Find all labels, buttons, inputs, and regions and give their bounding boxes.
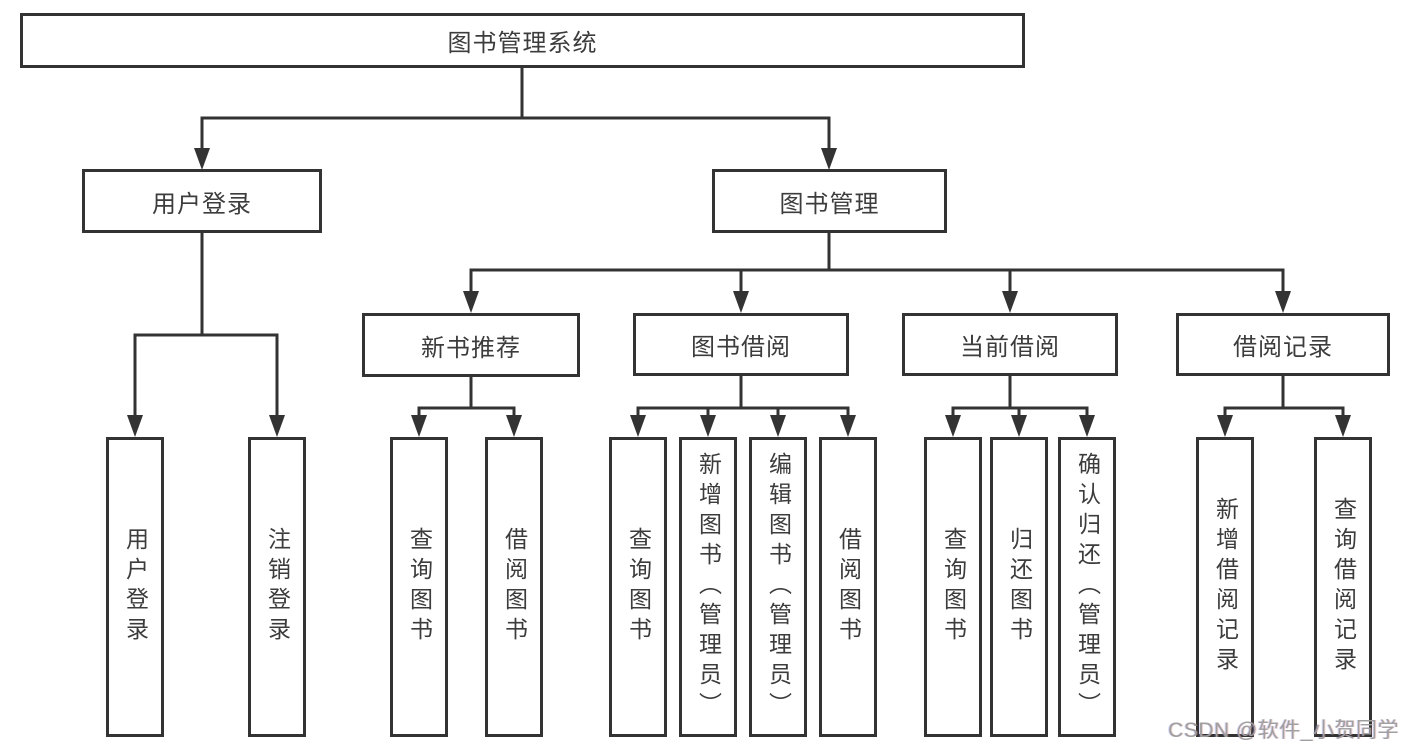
node-label: 注销登录	[264, 527, 291, 647]
leaf-logout: 注销登录	[248, 437, 306, 737]
arrowheads	[127, 148, 1351, 437]
node-label: 确认归还（管理员）	[1074, 452, 1101, 722]
node-user-login: 用户登录	[82, 169, 322, 233]
node-label: 新增图书（管理员）	[695, 452, 722, 722]
leaf-query-borrow-record: 查询借阅记录	[1314, 437, 1372, 737]
node-label: 当前借阅	[960, 334, 1060, 361]
node-book-borrowing: 图书借阅	[633, 313, 849, 376]
leaf-add-borrow-record: 新增借阅记录	[1196, 437, 1254, 737]
node-label: 查询图书	[625, 527, 652, 647]
node-label: 查询图书	[406, 527, 433, 647]
node-label: 归还图书	[1006, 527, 1033, 647]
leaf-edit-books-admin: 编辑图书（管理员）	[749, 437, 807, 737]
csdn-watermark: CSDN @软件_小贺同学	[1168, 719, 1399, 742]
node-label: 查询图书	[940, 527, 967, 647]
node-label: 新增借阅记录	[1212, 497, 1239, 677]
node-label: 图书管理	[779, 190, 880, 218]
node-new-book-recommend: 新书推荐	[362, 313, 580, 377]
node-label: 用户登录	[122, 527, 149, 647]
node-label: 借阅记录	[1233, 334, 1333, 361]
leaf-add-books-admin: 新增图书（管理员）	[679, 437, 737, 737]
leaf-query-books: 查询图书	[609, 437, 667, 737]
leaf-borrow-books: 借阅图书	[485, 437, 543, 737]
node-label: 用户登录	[152, 190, 252, 218]
node-label: 查询借阅记录	[1330, 497, 1357, 677]
node-label: 图书借阅	[691, 334, 791, 361]
node-label: 借阅图书	[835, 527, 862, 647]
node-book-management: 图书管理	[712, 169, 947, 233]
leaf-query-books: 查询图书	[924, 437, 982, 737]
node-borrowing-records: 借阅记录	[1176, 313, 1390, 376]
leaf-user-login: 用户登录	[106, 437, 164, 737]
node-label: 图书管理系统	[447, 30, 598, 57]
node-label: 借阅图书	[501, 527, 528, 647]
leaf-confirm-return-admin: 确认归还（管理员）	[1058, 437, 1116, 737]
leaf-borrow-books: 借阅图书	[819, 437, 877, 737]
node-current-borrowing: 当前借阅	[902, 313, 1118, 376]
node-label: 编辑图书（管理员）	[765, 452, 792, 722]
connector-segments	[133, 66, 1345, 423]
node-label: 新书推荐	[421, 334, 521, 362]
leaf-query-books: 查询图书	[390, 437, 448, 737]
leaf-return-books: 归还图书	[990, 437, 1048, 737]
node-library-system: 图书管理系统	[20, 13, 1025, 68]
